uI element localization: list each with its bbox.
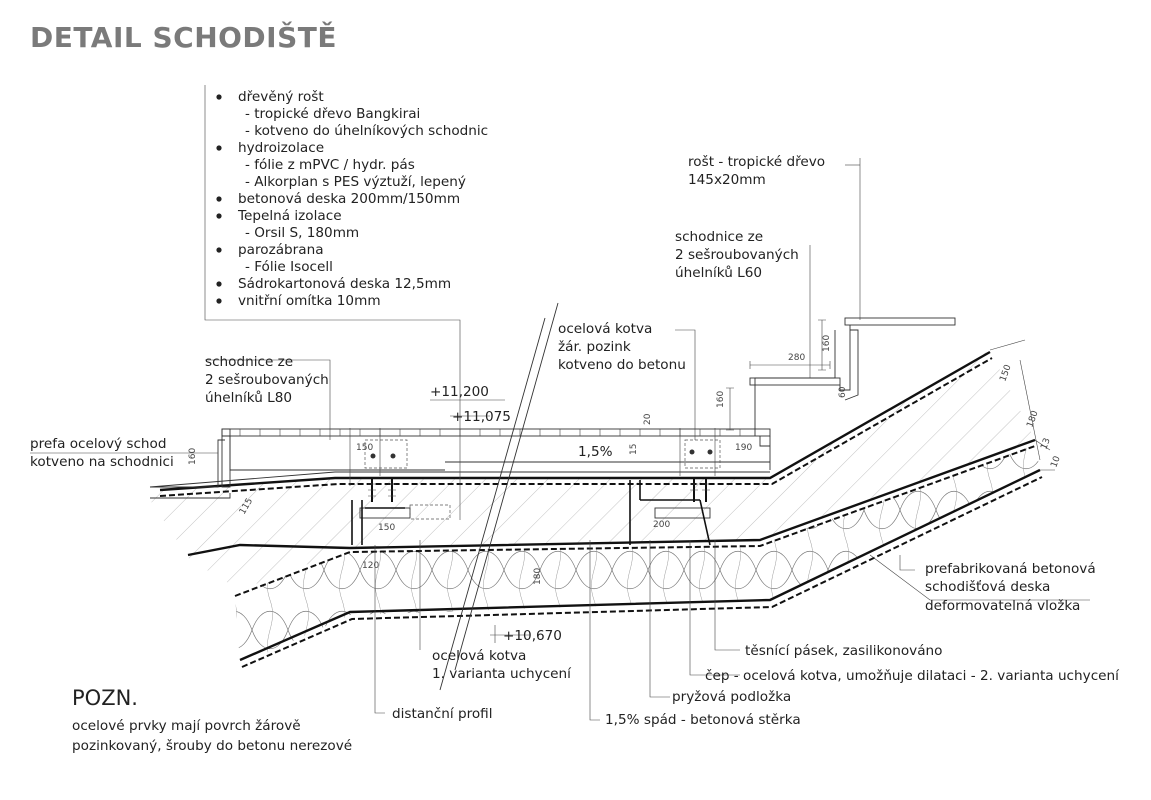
level-10670: +10,670 bbox=[503, 628, 562, 644]
layer-item: - tropické dřevo Bangkirai bbox=[245, 106, 420, 122]
level-11200: +11,200 bbox=[430, 384, 489, 400]
leader-lines bbox=[30, 85, 1090, 721]
bullet bbox=[216, 213, 222, 219]
dim-200: 200 bbox=[653, 520, 670, 530]
label-tesnici-pasek: těsnící pásek, zasilikonováno bbox=[745, 643, 942, 659]
note-heading: POZN. bbox=[72, 686, 138, 710]
callout-labels: rošt - tropické dřevo 145x20mm schodnice… bbox=[30, 154, 1120, 728]
bullet bbox=[216, 247, 222, 253]
layer-item: - Fólie Isocell bbox=[245, 259, 333, 275]
bullet bbox=[216, 145, 222, 151]
note-line: pozinkovaný, šrouby do betonu nerezové bbox=[72, 738, 352, 754]
label-kotva-pozink: žár. pozink bbox=[558, 339, 631, 355]
dim-15: 15 bbox=[629, 444, 639, 455]
layer-item: betonová deska 200mm/150mm bbox=[238, 191, 460, 207]
dim-150: 150 bbox=[998, 363, 1013, 383]
label-prefab-deska: schodišťová deska bbox=[925, 579, 1050, 595]
layer-list: dřevěný rošt - tropické dřevo Bangkirai … bbox=[216, 89, 488, 309]
label-schodnice-l80: schodnice ze bbox=[205, 354, 293, 370]
layer-item: Tepelná izolace bbox=[237, 208, 342, 224]
layer-item: Sádrokartonová deska 12,5mm bbox=[238, 276, 451, 292]
label-schodnice-l60: schodnice ze bbox=[675, 229, 763, 245]
label-rost-size: 145x20mm bbox=[688, 172, 766, 188]
structure-geometry bbox=[149, 302, 1055, 691]
layer-item: hydroizolace bbox=[238, 140, 324, 156]
bullet bbox=[216, 196, 222, 202]
dim-160: 160 bbox=[188, 448, 198, 465]
dim-120: 120 bbox=[362, 561, 379, 571]
dim-180: 180 bbox=[1025, 409, 1040, 429]
label-schodnice-l60: úhelníků L60 bbox=[675, 265, 762, 281]
layer-item: - Orsil S, 180mm bbox=[245, 225, 359, 241]
label-rost: rošt - tropické dřevo bbox=[688, 154, 825, 170]
bullet bbox=[216, 281, 222, 287]
label-schodnice-l80: 2 sešroubovaných bbox=[205, 372, 329, 388]
label-kotva-var1: 1. varianta uchycení bbox=[432, 666, 572, 682]
level-11075: +11,075 bbox=[452, 409, 511, 425]
label-schodnice-l80: úhelníků L80 bbox=[205, 390, 292, 406]
dim-13: 13 bbox=[1039, 437, 1052, 451]
layer-item: - kotveno do úhelníkových schodnic bbox=[245, 123, 488, 139]
dim-190: 190 bbox=[735, 443, 752, 453]
label-kotva-pozink: kotveno do betonu bbox=[558, 357, 686, 373]
concrete-slab bbox=[150, 350, 1035, 590]
layer-item: - Alkorplan s PES výztuží, lepený bbox=[245, 174, 466, 190]
label-distancni: distanční profil bbox=[392, 706, 493, 722]
dim-60: 60 bbox=[838, 386, 848, 398]
bullet bbox=[216, 298, 222, 304]
dim-10: 10 bbox=[1049, 455, 1062, 469]
layer-item: vnitřní omítka 10mm bbox=[238, 293, 381, 309]
layer-item: dřevěný rošt bbox=[238, 89, 324, 105]
note-line: ocelové prvky mají povrch žárově bbox=[72, 718, 301, 734]
bullet bbox=[216, 94, 222, 100]
label-prefa-schod: prefa ocelový schod bbox=[30, 436, 167, 452]
label-prefa-schod: kotveno na schodnici bbox=[30, 454, 174, 470]
layer-item: - fólie z mPVC / hydr. pás bbox=[245, 157, 415, 173]
dim-160: 160 bbox=[716, 391, 726, 408]
label-prefab-deska: prefabrikovaná betonová bbox=[925, 561, 1096, 577]
dim-20: 20 bbox=[643, 413, 653, 425]
label-sterka: 1,5% spád - betonová stěrka bbox=[605, 712, 801, 728]
label-kotva-var1: ocelová kotva bbox=[432, 648, 526, 664]
slope-label: 1,5% bbox=[578, 444, 613, 460]
layer-item: parozábrana bbox=[238, 242, 324, 258]
label-cep: čep - ocelová kotva, umožňuje dilataci -… bbox=[705, 668, 1120, 684]
label-kotva-pozink: ocelová kotva bbox=[558, 321, 652, 337]
label-pryzova: pryžová podložka bbox=[672, 689, 791, 705]
drawing-title: DETAIL SCHODIŠTĚ bbox=[30, 20, 337, 54]
dim-160: 160 bbox=[822, 335, 832, 352]
label-schodnice-l60: 2 sešroubovaných bbox=[675, 247, 799, 263]
label-deform-vlozka: deformovatelná vložka bbox=[925, 598, 1080, 614]
note-block: POZN. ocelové prvky mají povrch žárově p… bbox=[72, 686, 352, 754]
dim-180: 180 bbox=[533, 568, 543, 585]
dim-150: 150 bbox=[378, 523, 395, 533]
dim-150: 150 bbox=[356, 443, 373, 453]
dim-280: 280 bbox=[788, 353, 805, 363]
